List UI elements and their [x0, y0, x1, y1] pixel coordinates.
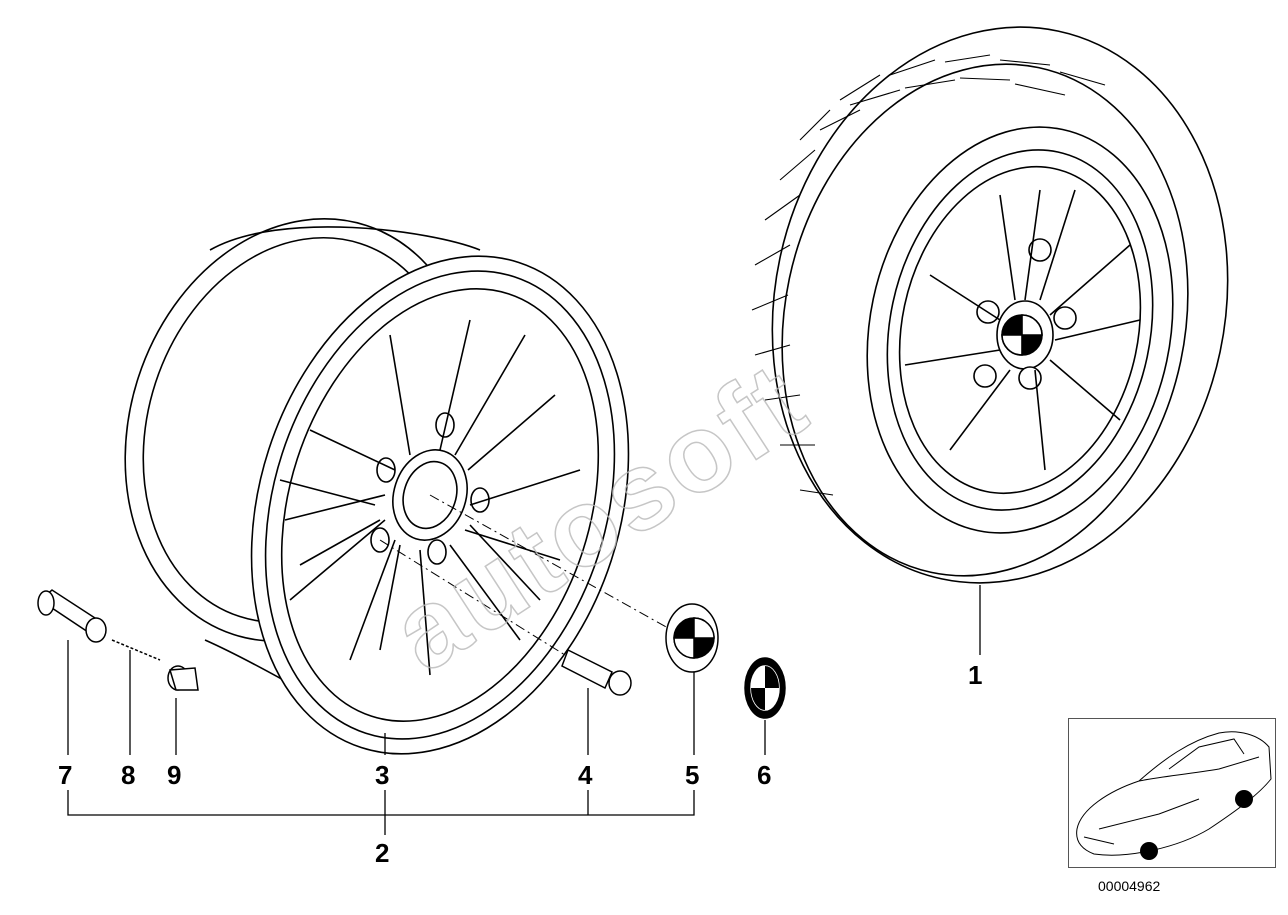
- rim-drawing: [124, 218, 630, 755]
- hub-cap-drawing: [665, 603, 719, 673]
- car-outline-icon: [1076, 731, 1272, 860]
- wheel-bolt-drawing: [561, 648, 632, 696]
- callout-6: 6: [757, 760, 772, 790]
- badge-drawing: [744, 657, 786, 719]
- callout-1: 1: [968, 660, 983, 690]
- callout-5: 5: [685, 760, 700, 790]
- assembly-axes: [379, 494, 669, 656]
- callout-8: 8: [121, 760, 136, 790]
- wheel-tire-drawing: [751, 26, 1229, 584]
- callout-9: 9: [167, 760, 182, 790]
- valve-parts-drawing: [37, 589, 199, 691]
- vehicle-location-inset: [1068, 718, 1276, 868]
- callout-7: 7: [58, 760, 73, 790]
- callout-2: 2: [375, 838, 390, 868]
- callout-3: 3: [375, 760, 390, 790]
- catalog-number: 00004962: [1098, 878, 1161, 894]
- callout-4: 4: [578, 760, 593, 790]
- leader-lines: [67, 585, 981, 835]
